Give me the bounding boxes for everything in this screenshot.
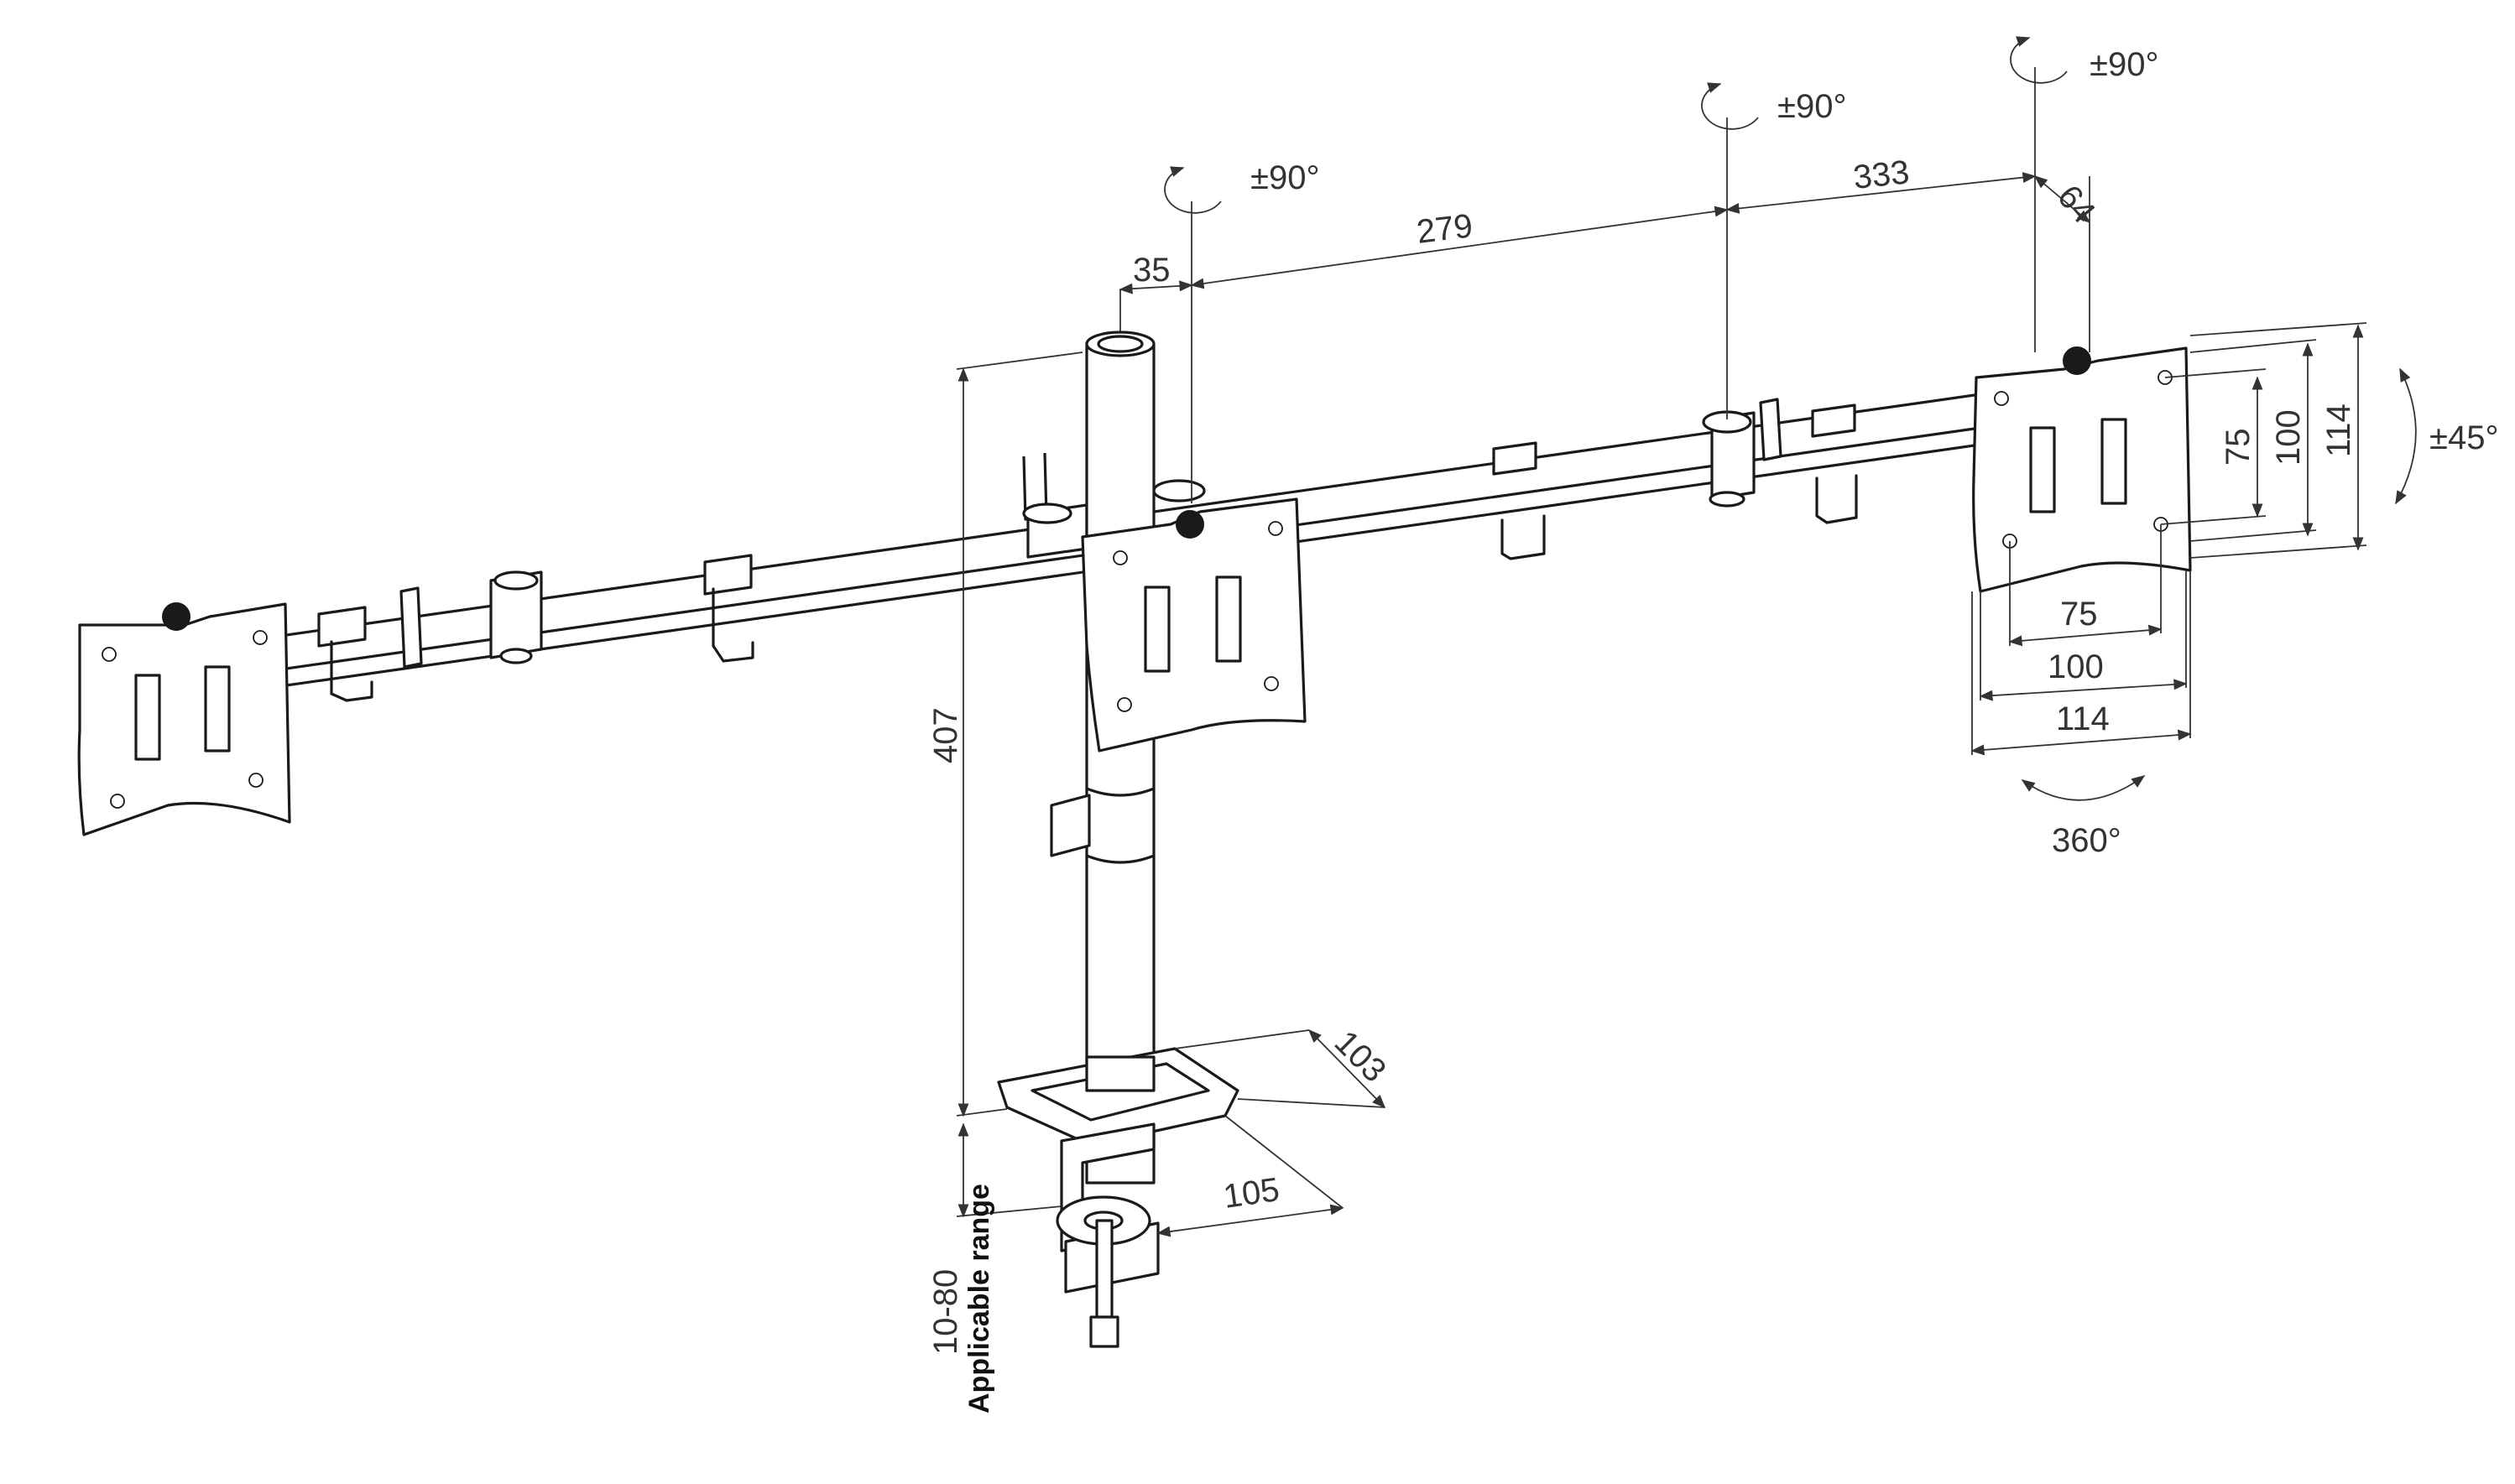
rotation-label-tilt: ±45° [2429,419,2498,456]
rotation-arcs [1164,36,2417,801]
vesa-plate-middle [1081,497,1307,752]
clamp-range-label: Applicable range [963,1184,995,1414]
dim-vesa-h-100: 100 [2270,409,2307,466]
rotation-label-left-arm: ±90° [1250,159,1319,196]
dim-base-depth: 103 [1328,1023,1393,1089]
dim-arm-segment-2: 333 [1851,154,1911,196]
dim-pole-height: 407 [927,707,964,763]
rotation-label-middle-arm: ±90° [1777,88,1846,125]
base-clamp [997,1047,1239,1348]
dim-base-width: 105 [1221,1171,1281,1216]
dim-vesa-h-114: 114 [2320,404,2357,457]
dimension-lines [956,67,2367,1237]
dim-arm-segment-1: 279 [1415,207,1475,251]
dim-pole-offset: 35 [1133,252,1171,289]
arm-joints [489,410,1756,664]
dim-vesa-w-100: 100 [2048,648,2104,685]
dim-end-offset: 64 [2050,179,2102,231]
rotation-label-swivel: 360° [2052,822,2121,859]
dimension-labels: ±90° ±90° ±90° ±45° 360° 35 279 333 64 4… [927,46,2498,1414]
dim-clamp-range: 10-80 [927,1269,964,1355]
dim-vesa-w-114: 114 [2056,700,2110,737]
vesa-plate-left [77,602,291,836]
pole [1050,331,1156,1185]
dim-vesa-w-75: 75 [2060,596,2098,633]
dim-vesa-h-75: 75 [2220,429,2257,466]
rotation-label-right-arm: ±90° [2090,46,2158,83]
vesa-plate-right [1972,346,2192,593]
cable-clips [317,404,1858,702]
